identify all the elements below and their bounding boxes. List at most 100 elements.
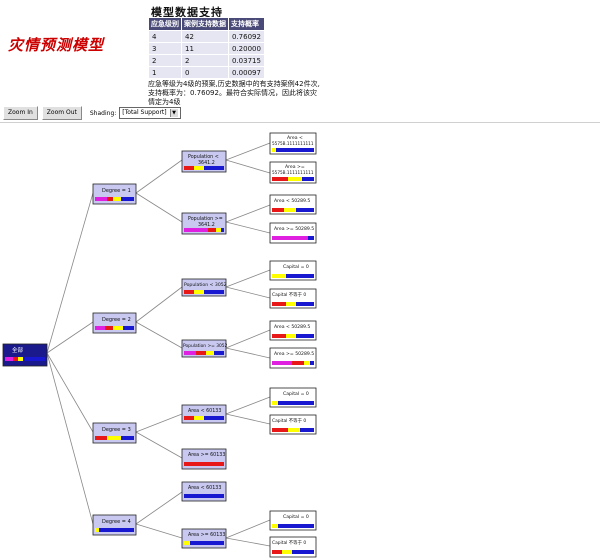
bar-segment	[272, 208, 284, 212]
node-label: Degree = 2	[102, 317, 131, 323]
tree-node-d4-area-lt[interactable]: Area < 60133	[181, 481, 227, 502]
node-label: Area >=	[285, 164, 305, 170]
bar-segment	[95, 197, 107, 201]
bar-segment	[272, 177, 288, 181]
bar-segment	[105, 326, 113, 330]
tree-node-d3-capital-eq[interactable]: Capital = 0	[269, 387, 317, 408]
tree-node-d2b-area-ge[interactable]: Area >= 50289.5	[269, 347, 317, 369]
cell-level: 1	[148, 66, 182, 79]
node-label-2: 5575B.1111111111	[272, 141, 314, 146]
bar-segment	[272, 148, 276, 152]
edge	[225, 221, 271, 234]
support-table: 应急级别 案例支持数据 支持概率 4 42 0.76092 3 11 0.200…	[148, 17, 265, 79]
node-label: Degree = 1	[102, 188, 131, 194]
node-label-2: 3641.2	[198, 160, 215, 166]
edge	[225, 269, 271, 288]
node-label: Population < 3052	[184, 282, 227, 288]
tree-node-d1-area-lt[interactable]: Area < 5575B.1111111111	[269, 132, 317, 155]
bar-segment	[190, 541, 224, 545]
bar-segment	[221, 228, 224, 232]
tree-node-d2-population-lt[interactable]: Population < 3052	[181, 278, 227, 297]
tree-node-d3-area-ge[interactable]: Area >= 60133	[181, 448, 227, 470]
bar-segment	[300, 428, 314, 432]
bar-segment	[302, 177, 314, 181]
tree-node-d2-capital-ne[interactable]: Capital 不等于 0	[269, 288, 317, 309]
support-table-title: 模型数据支持	[151, 7, 223, 19]
shading-select[interactable]: [Total Support] ▼	[119, 107, 181, 119]
tree-node-degree-4[interactable]: Degree = 4	[92, 514, 137, 536]
chevron-down-icon[interactable]: ▼	[169, 109, 178, 117]
bar-segment	[184, 494, 224, 498]
edge	[225, 519, 271, 539]
bar-segment	[272, 334, 286, 338]
bar-segment	[272, 428, 288, 432]
tree-node-d1b-area-ge[interactable]: Area >= 50289.5	[269, 222, 317, 244]
tree-node-d4-capital-eq[interactable]: Capital = 0	[269, 510, 317, 531]
tree-node-d1b-area-lt[interactable]: Area < 50289.5	[269, 194, 317, 215]
edge	[225, 537, 271, 547]
zoom-out-button[interactable]: Zoom Out	[41, 106, 82, 120]
tree-node-d2b-area-lt[interactable]: Area < 50289.5	[269, 320, 317, 341]
zoom-in-button[interactable]: Zoom In	[3, 106, 38, 120]
node-label: 全部	[12, 346, 24, 354]
toolbar-divider	[0, 122, 600, 123]
tree-node-degree-2[interactable]: Degree = 2	[92, 312, 137, 334]
bar-segment	[95, 326, 105, 330]
edge	[135, 286, 183, 323]
edge	[225, 396, 271, 415]
bar-segment	[194, 166, 204, 170]
bar-segment	[107, 197, 113, 201]
tree-node-d2-population-ge[interactable]: Population >= 3052	[181, 339, 228, 358]
bar-segment	[214, 351, 224, 355]
bar-segment	[272, 236, 308, 240]
tree-node-d2-capital-eq[interactable]: Capital = 0	[269, 260, 317, 281]
tree-node-degree-1[interactable]: Degree = 1	[92, 183, 137, 205]
toolbar: Zoom In Zoom Out Shading: [Total Support…	[3, 106, 181, 120]
node-label: Area < 60133	[188, 408, 221, 414]
bar-segment	[113, 197, 121, 201]
edge	[225, 286, 271, 299]
tree-node-d3-capital-ne[interactable]: Capital 不等于 0	[269, 414, 317, 435]
node-label: Area <	[287, 135, 303, 141]
edge	[46, 321, 94, 354]
bar-segment	[23, 357, 45, 361]
bar-segment	[216, 228, 221, 232]
tree-node-d4-capital-ne[interactable]: Capital 不等于 0	[269, 536, 317, 558]
edge	[225, 413, 271, 425]
bar-segment	[208, 228, 216, 232]
bar-segment	[113, 326, 123, 330]
edge	[225, 329, 271, 349]
edge	[135, 321, 183, 349]
node-label: Area >= 60133	[188, 532, 225, 538]
bar-segment	[184, 462, 224, 466]
bar-segment	[18, 357, 23, 361]
bar-segment	[308, 236, 314, 240]
bar-segment	[292, 550, 314, 554]
edge	[225, 159, 271, 174]
bar-segment	[304, 361, 310, 365]
tree-node-degree-3[interactable]: Degree = 3	[92, 422, 137, 444]
bar-segment	[95, 436, 107, 440]
tree-node-d3-area-lt[interactable]: Area < 60133	[181, 404, 227, 424]
cell-probability: 0.20000	[228, 42, 265, 55]
bar-segment	[272, 361, 292, 365]
bar-segment	[296, 208, 314, 212]
bar-segment	[184, 290, 194, 294]
bar-segment	[206, 351, 214, 355]
bar-segment	[310, 361, 314, 365]
tree-node-d1-population-ge[interactable]: Population >= 3641.2	[181, 212, 227, 235]
tree-node-d4-area-ge[interactable]: Area >= 60133	[181, 528, 227, 549]
tree-edges	[46, 142, 271, 547]
node-label: Area < 50289.5	[274, 324, 310, 330]
node-label: Capital 不等于 0	[272, 417, 306, 424]
bar-segment	[184, 351, 196, 355]
tree-node-root[interactable]: 全部	[2, 343, 48, 367]
tree-node-d1-population-lt[interactable]: Population < 3641.2	[181, 150, 227, 173]
bar-segment	[292, 361, 304, 365]
edge	[135, 413, 183, 433]
tree-node-d1-area-ge[interactable]: Area >= 5575B.1111111111	[269, 161, 317, 184]
bar-segment	[184, 541, 190, 545]
bar-segment	[123, 326, 134, 330]
cell-level: 4	[148, 30, 182, 43]
